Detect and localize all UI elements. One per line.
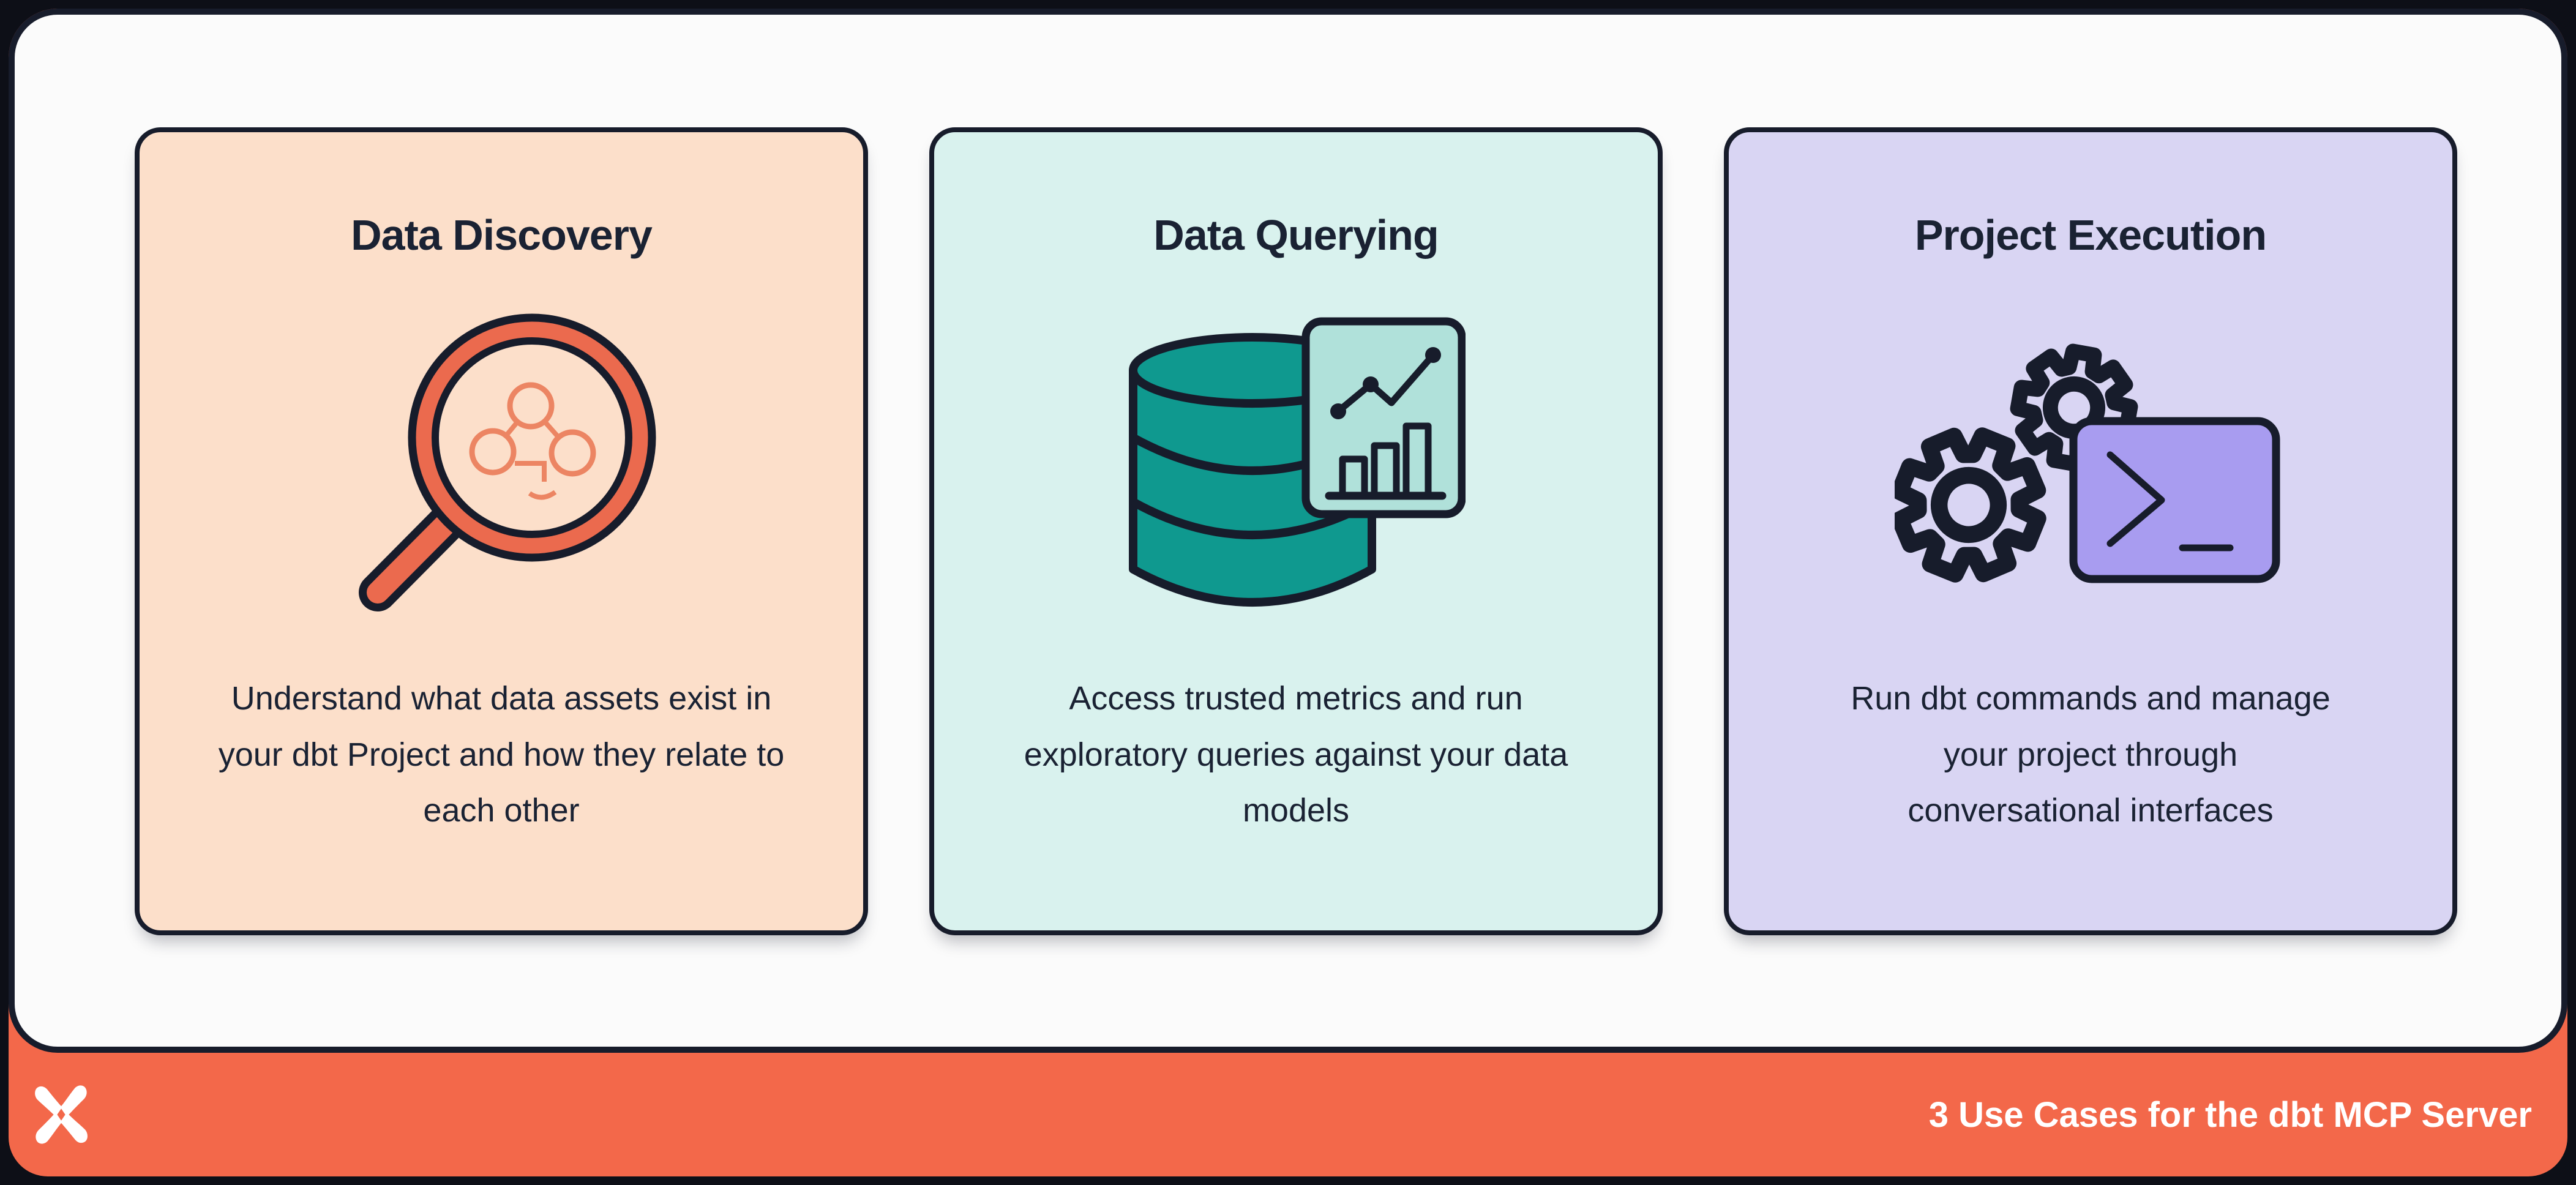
database-analytics-icon (1128, 317, 1466, 607)
card-title: Data Querying (1153, 211, 1439, 259)
gears-terminal-icon (1895, 343, 2280, 583)
gear-icon (1895, 427, 2046, 583)
icon-area (1765, 260, 2416, 671)
icon-area (971, 260, 1621, 671)
card-data-discovery: Data Discovery (135, 127, 868, 935)
card-description: Access trusted metrics and run explorato… (1024, 680, 1568, 829)
footer-title: 3 Use Cases for the dbt MCP Server (1928, 1094, 2532, 1135)
card-data-querying: Data Querying (929, 127, 1663, 935)
page-sheet: Data Discovery (9, 9, 2567, 1176)
card-title: Project Execution (1914, 211, 2267, 259)
content-panel: Data Discovery (9, 9, 2567, 1053)
dbt-logo-icon (35, 1085, 88, 1144)
use-case-cards: Data Discovery (135, 127, 2457, 935)
icon-area (176, 260, 826, 671)
footer-bar: 3 Use Cases for the dbt MCP Server (9, 1053, 2567, 1176)
chart-panel-icon (1301, 317, 1466, 518)
card-description: Run dbt commands and manage your project… (1851, 680, 2331, 829)
card-title: Data Discovery (351, 211, 653, 259)
magnifying-glass-lineage-icon (359, 313, 656, 612)
card-project-execution: Project Execution (1724, 127, 2457, 935)
terminal-icon (2069, 417, 2280, 583)
card-description: Understand what data assets exist in you… (218, 680, 785, 829)
lineage-graph (469, 382, 596, 500)
